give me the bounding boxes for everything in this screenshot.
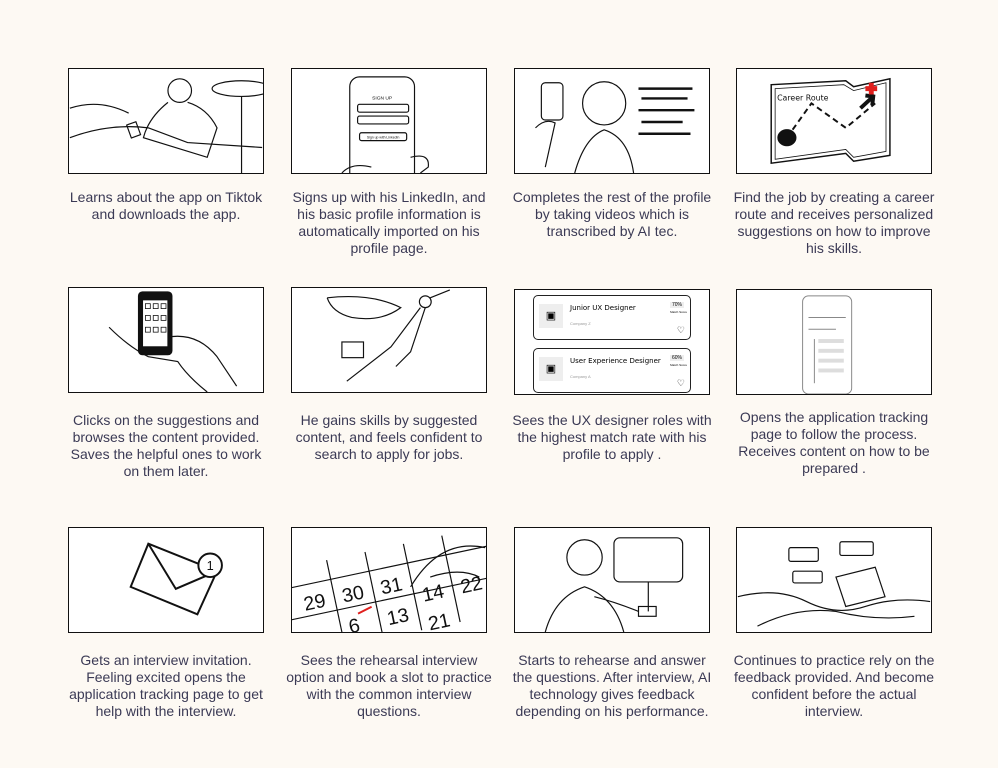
image-placeholder-icon: ▣ <box>539 357 563 381</box>
heart-icon[interactable]: ♡ <box>676 378 685 388</box>
panel-rehearse <box>514 527 710 633</box>
panel-job-matches: ▣ Junior UX Designer Company Z 70% Match… <box>514 289 710 395</box>
caption-7: Sees the UX designer roles with the high… <box>512 412 712 462</box>
date-22: 22 <box>459 572 485 598</box>
rehearsal-phone-illustration <box>544 537 684 632</box>
panel-practice <box>736 527 932 633</box>
caption-1: Learns about the app on Tiktok and downl… <box>69 189 263 222</box>
match-score-label: Match Score <box>670 363 687 367</box>
caption-6: He gains skills by suggested content, an… <box>295 412 483 462</box>
calendar-booking-illustration: 29 30 31 6 13 14 21 22 <box>292 535 486 632</box>
caption-3: Completes the rest of the profile by tak… <box>512 189 712 239</box>
caption-9: Gets an interview invitation. Feeling ex… <box>69 652 263 719</box>
match-score-label: Match Score <box>670 310 687 314</box>
date-31: 31 <box>379 573 405 599</box>
selfie-video-illustration <box>535 81 695 173</box>
panel-career-route: Career Route <box>736 68 932 174</box>
job-title: Junior UX Designer <box>570 304 636 312</box>
caption-8: Opens the application tracking page to f… <box>738 409 930 476</box>
caption-2: Signs up with his LinkedIn, and his basi… <box>292 189 486 256</box>
date-13: 13 <box>385 604 411 630</box>
map-label: Career Route <box>777 93 829 102</box>
flying-hero-illustration <box>326 289 451 382</box>
panel-calendar: 29 30 31 6 13 14 21 22 <box>291 527 487 633</box>
hands-phone-illustration <box>108 291 238 392</box>
panel-video-profile <box>514 68 710 174</box>
signup-title: SIGN UP <box>372 95 392 101</box>
caption-4: Find the job by creating a career route … <box>733 189 935 256</box>
caption-10: Sees the rehearsal interview option and … <box>286 652 492 719</box>
date-14: 14 <box>420 581 446 607</box>
job-card[interactable]: ▣ User Experience Designer Company A 60%… <box>533 348 691 393</box>
panel-signup: SIGN UP Sign up with LinkedIn <box>291 68 487 174</box>
notification-badge: 1 <box>207 558 214 573</box>
person-on-couch-illustration <box>69 78 263 173</box>
match-score: 60% <box>669 355 684 361</box>
caption-11: Starts to rehearse and answer the questi… <box>512 652 712 719</box>
date-30: 30 <box>340 581 366 607</box>
phone-signup-illustration: SIGN UP Sign up with LinkedIn <box>341 76 429 173</box>
career-route-map-illustration: Career Route <box>770 77 891 165</box>
tracking-phone-illustration <box>802 295 853 394</box>
practice-feedback-illustration <box>737 541 931 627</box>
panel-tracking <box>736 289 932 395</box>
job-company: Company Z <box>570 321 591 326</box>
caption-12: Continues to practice rely on the feedba… <box>733 652 935 719</box>
panel-suggestions <box>68 287 264 393</box>
signup-linkedin-button: Sign up with LinkedIn <box>367 136 400 140</box>
date-6: 6 <box>347 614 362 632</box>
panel-confident <box>291 287 487 393</box>
envelope-notification-illustration: 1 <box>129 542 223 616</box>
job-title: User Experience Designer <box>570 357 661 365</box>
job-card[interactable]: ▣ Junior UX Designer Company Z 70% Match… <box>533 295 691 340</box>
caption-5: Clicks on the suggestions and browses th… <box>70 412 262 479</box>
date-21: 21 <box>426 609 452 632</box>
panel-invitation: 1 <box>68 527 264 633</box>
panel-tiktok <box>68 68 264 174</box>
date-29: 29 <box>302 590 328 616</box>
image-placeholder-icon: ▣ <box>539 304 563 328</box>
heart-icon[interactable]: ♡ <box>676 325 685 335</box>
job-company: Company A <box>570 374 591 379</box>
match-score: 70% <box>669 302 684 308</box>
